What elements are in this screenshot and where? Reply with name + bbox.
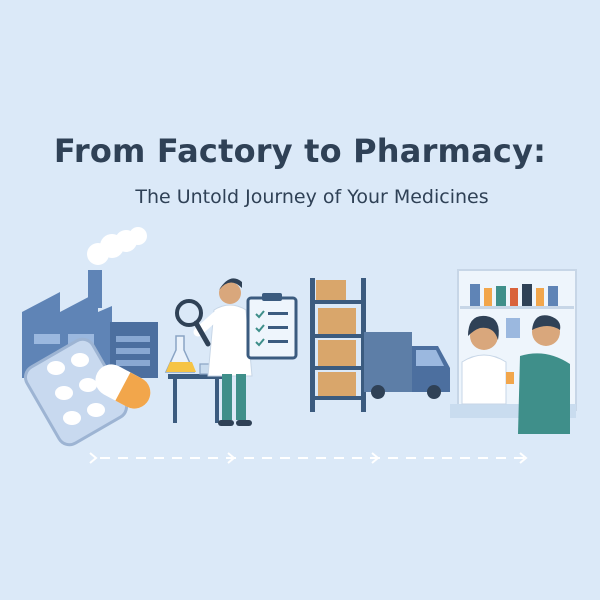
page-subtitle: The Untold Journey of Your Medicines [135, 186, 489, 208]
pill-blister-icon [23, 337, 129, 447]
smoke-icon [87, 227, 147, 265]
magnifier-icon [175, 299, 211, 347]
pharmacist-icon [461, 315, 514, 405]
journey-arrow [89, 452, 528, 464]
truck-icon [364, 332, 450, 399]
lab-table-icon [168, 374, 224, 423]
shelf-icon [310, 278, 366, 412]
flask-icon [164, 335, 196, 373]
customer-icon [518, 315, 570, 434]
clipboard-icon [246, 293, 298, 360]
page-title: From Factory to Pharmacy: [53, 132, 547, 170]
scientist-icon [193, 278, 253, 426]
capsule-icon [95, 364, 151, 409]
